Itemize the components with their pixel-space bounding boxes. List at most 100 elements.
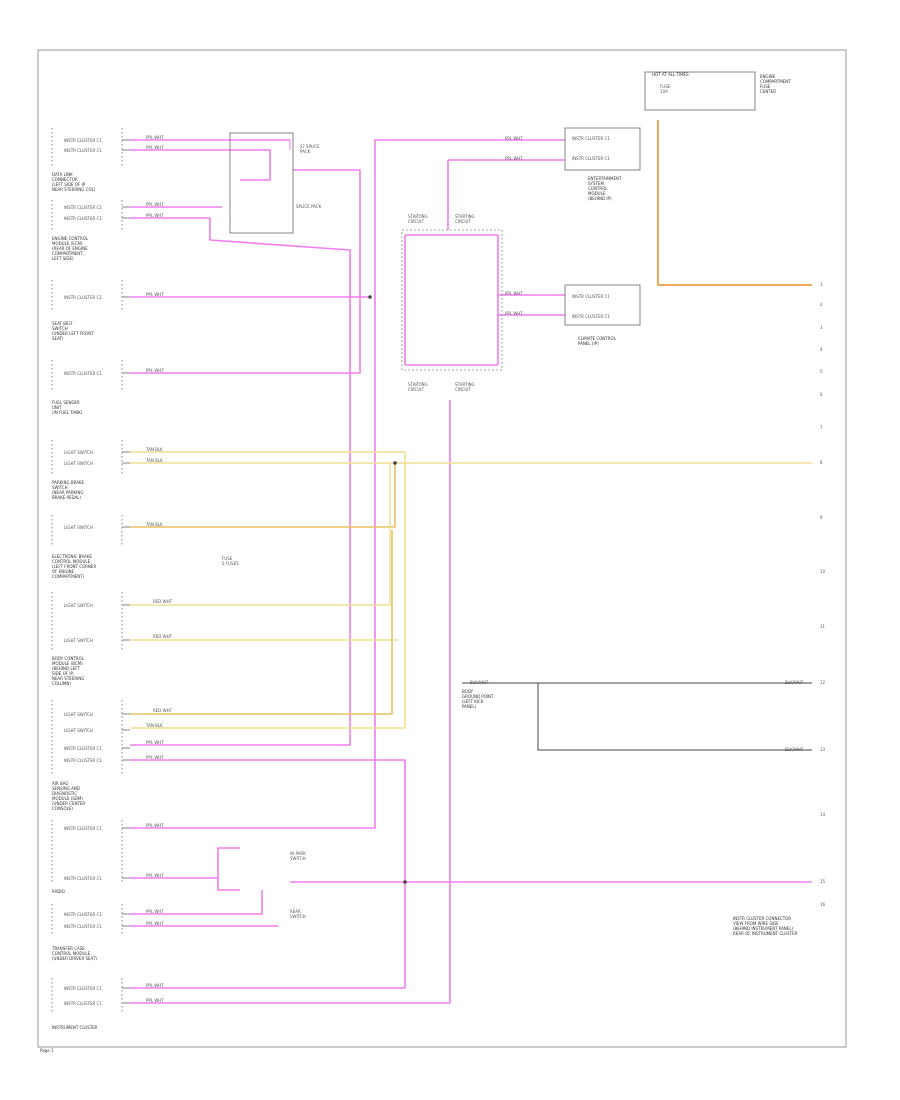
wire-color-tag: RED WHT <box>153 634 173 639</box>
component-title-3: COMPARTMENT, <box>52 251 84 256</box>
component-title-11: CONTROL MODULE <box>52 951 91 956</box>
wire-pink <box>130 217 351 746</box>
component-title-5: FUEL SENDER <box>52 400 80 405</box>
wire-orange <box>657 120 812 286</box>
component-box-6 <box>51 515 123 545</box>
component-title-4: (UNDER LEFT FRONT <box>52 331 94 336</box>
fuse-block-lines: 10A <box>660 89 668 94</box>
component-title-10: RADIO <box>52 889 65 894</box>
splice-dot <box>403 880 407 884</box>
component-title-2: (LEFT SIDE OF IP <box>52 182 86 187</box>
upper-module-term: INSTR CLUSTER C1 <box>572 136 610 141</box>
ground-wire-label: BLK/WHT <box>470 680 489 685</box>
component-box-3 <box>51 280 123 312</box>
rear-label: REAR <box>290 909 301 914</box>
wire-color-tag: PPL WHT <box>146 368 164 373</box>
wire-color-tag: RED WHT <box>153 599 173 604</box>
wire-color-tag: PPL WHT <box>146 213 164 218</box>
upper-module-caption: ENTERTAINMENT <box>588 176 622 181</box>
upper-module-box <box>564 127 641 171</box>
connector-pin-13: 13 <box>820 747 826 752</box>
upper-module-caption: MODULE <box>588 191 606 196</box>
component-title-9: AIR BAG <box>52 781 68 786</box>
wire-color-tag: PPL WHT <box>146 873 164 878</box>
terminal-label: INSTR CLUSTER C1 <box>64 826 102 831</box>
wire-color-tag: PPL WHT <box>146 145 164 150</box>
wire-ground <box>537 683 812 751</box>
wire-color-tag: PPL WHT <box>146 921 164 926</box>
component-title-6: (NEAR PARKING <box>52 490 83 495</box>
component-title-7: OF ENGINE <box>52 569 75 574</box>
ground-title: GROUND POINT <box>462 694 494 699</box>
splice-pack-label: S? SPLICE <box>300 144 320 149</box>
component-title-4: SWITCH <box>52 326 68 331</box>
splice-pack-box <box>229 132 294 234</box>
terminal-label: LIGHT SWITCH <box>64 712 93 717</box>
connector-pin-12: 12 <box>820 680 826 685</box>
component-box-10 <box>51 904 123 934</box>
connector-caption: INSTR CLUSTER CONNECTOR <box>733 916 791 921</box>
component-title-8: SIDE OF IP, <box>52 671 74 676</box>
component-title-2: DATA LINK <box>52 172 73 177</box>
wire-color-tag: PPL WHT <box>146 909 164 914</box>
wire-color-tag: PPL WHT <box>146 135 164 140</box>
component-title-9: CONSOLE) <box>52 806 73 811</box>
instrument-cluster-label: INSTRUMENT CLUSTER <box>52 1025 98 1030</box>
component-title-3: LEFT SIDE) <box>52 256 74 261</box>
component-title-8: NEAR STEERING <box>52 676 84 681</box>
wire-color-tag: TAN BLK <box>145 723 163 728</box>
lower-module-term: INSTR CLUSTER C1 <box>572 314 610 319</box>
component-title-5: (IN FUEL TANK) <box>52 410 83 415</box>
terminal-label: LIGHT SWITCH <box>64 638 93 643</box>
component-title-3: MODULE (ECM) <box>52 241 83 246</box>
wire-color-tag: RED WHT <box>153 708 173 713</box>
wire-color-tag: PPL WHT <box>146 823 164 828</box>
terminal-label: LIGHT SWITCH <box>64 728 93 733</box>
fuse-block-title: HOT AT ALL TIMES <box>652 72 689 77</box>
connector-pin-7: 7 <box>820 425 823 430</box>
connector-pin-3: 3 <box>820 325 823 330</box>
component-box-2 <box>51 200 123 230</box>
fuse-block-side: COMPARTMENT <box>760 79 791 84</box>
terminal-label: INSTR CLUSTER C1 <box>64 924 102 929</box>
terminal-label: INSTR CLUSTER C1 <box>64 295 102 300</box>
lower-module-caption: CLIMATE CONTROL <box>578 336 617 341</box>
connector-pin-16: 16 <box>820 902 826 907</box>
connector-caption: REAR OF INSTRUMENT CLUSTER <box>733 931 798 936</box>
connector-pin-14: 14 <box>820 812 826 817</box>
terminal-label: LIGHT SWITCH <box>64 450 93 455</box>
page-footer: Page 1 <box>40 1048 54 1053</box>
component-title-9: (UNDER CENTER <box>52 801 85 806</box>
splice-pack-sub: SPLICE PACK <box>296 204 322 209</box>
terminal-label: LIGHT SWITCH <box>64 603 93 608</box>
component-title-7: ELECTRONIC BRAKE <box>52 554 92 559</box>
terminal-label: INSTR CLUSTER C1 <box>64 912 102 917</box>
wire-pink <box>130 759 406 989</box>
component-title-2: CONNECTOR <box>52 177 78 182</box>
component-title-8: MODULE (BCM) <box>52 661 83 666</box>
hub-label: STARTING <box>455 382 475 387</box>
component-title-8: COLUMN) <box>52 681 71 686</box>
connector-pin-8: 8 <box>820 460 823 465</box>
connector-pin-10: 10 <box>820 569 826 574</box>
terminal-label: INSTR CLUSTER C1 <box>64 371 102 376</box>
wire-pink <box>130 400 451 1004</box>
wire-pink <box>130 169 361 374</box>
terminal-label: LIGHT SWITCH <box>64 525 93 530</box>
wire-pink <box>130 149 271 181</box>
component-box-8 <box>51 700 123 775</box>
lower-module-caption: PANEL (IP) <box>578 341 599 346</box>
wire-color-tag: PPL WHT <box>146 755 164 760</box>
component-title-9: SENSING AND <box>52 786 80 791</box>
ground-title: PANEL) <box>462 704 477 709</box>
connector-pin-11: 11 <box>820 624 826 629</box>
labels-layer: INSTR CLUSTER C1 INSTR CLUSTER C1 DATA LIN… <box>51 72 826 1006</box>
connector-pin-1: 1 <box>820 282 823 287</box>
component-title-7: COMPARTMENT) <box>52 574 85 579</box>
wire-pink <box>130 890 263 915</box>
hub-label: STARTING <box>408 214 428 219</box>
upper-module-caption: CONTROL <box>588 186 608 191</box>
terminal-label: INSTR CLUSTER C1 <box>64 216 102 221</box>
fuse-block-box <box>644 71 756 111</box>
